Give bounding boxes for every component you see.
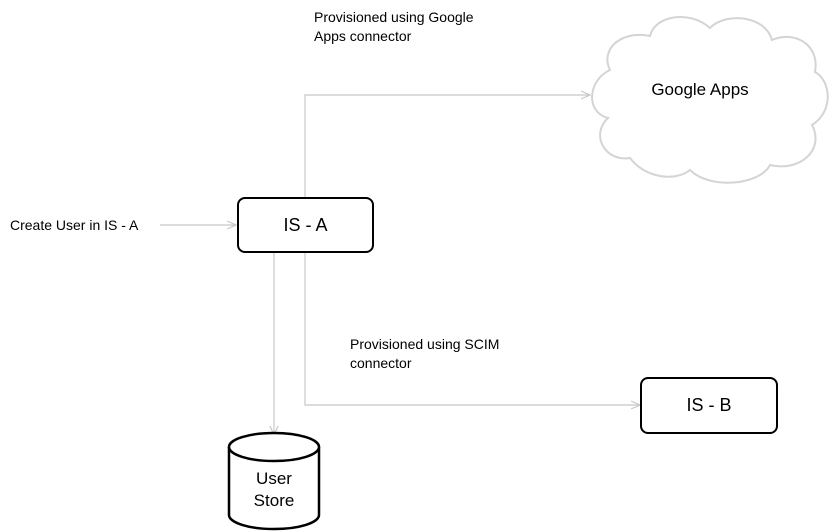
- google-apps-label: Google Apps: [651, 80, 749, 99]
- google-apps-cloud: [591, 15, 829, 184]
- google-provision-line1: Provisioned using Google: [314, 9, 474, 25]
- is-b-label: IS - B: [686, 395, 732, 415]
- user-store-line2: Store: [253, 491, 295, 510]
- connector-google-apps: [304, 95, 590, 197]
- google-provision-line2: Apps connector: [314, 28, 412, 44]
- google-provision-label: Provisioned using Google Apps connector: [314, 8, 474, 46]
- connector-is-b: [304, 253, 640, 405]
- create-user-label: Create User in IS - A: [10, 217, 139, 233]
- is-b-node[interactable]: IS - B: [640, 377, 778, 434]
- scim-provision-label: Provisioned using SCIM connector: [350, 335, 499, 373]
- scim-provision-line2: connector: [350, 355, 412, 371]
- is-a-label: IS - A: [283, 214, 328, 235]
- scim-provision-line1: Provisioned using SCIM: [350, 336, 500, 352]
- user-store-cylinder: [227, 431, 321, 531]
- is-a-node[interactable]: IS - A: [237, 197, 374, 253]
- user-store-line1: User: [256, 469, 292, 488]
- user-store-label: User Store: [229, 468, 319, 512]
